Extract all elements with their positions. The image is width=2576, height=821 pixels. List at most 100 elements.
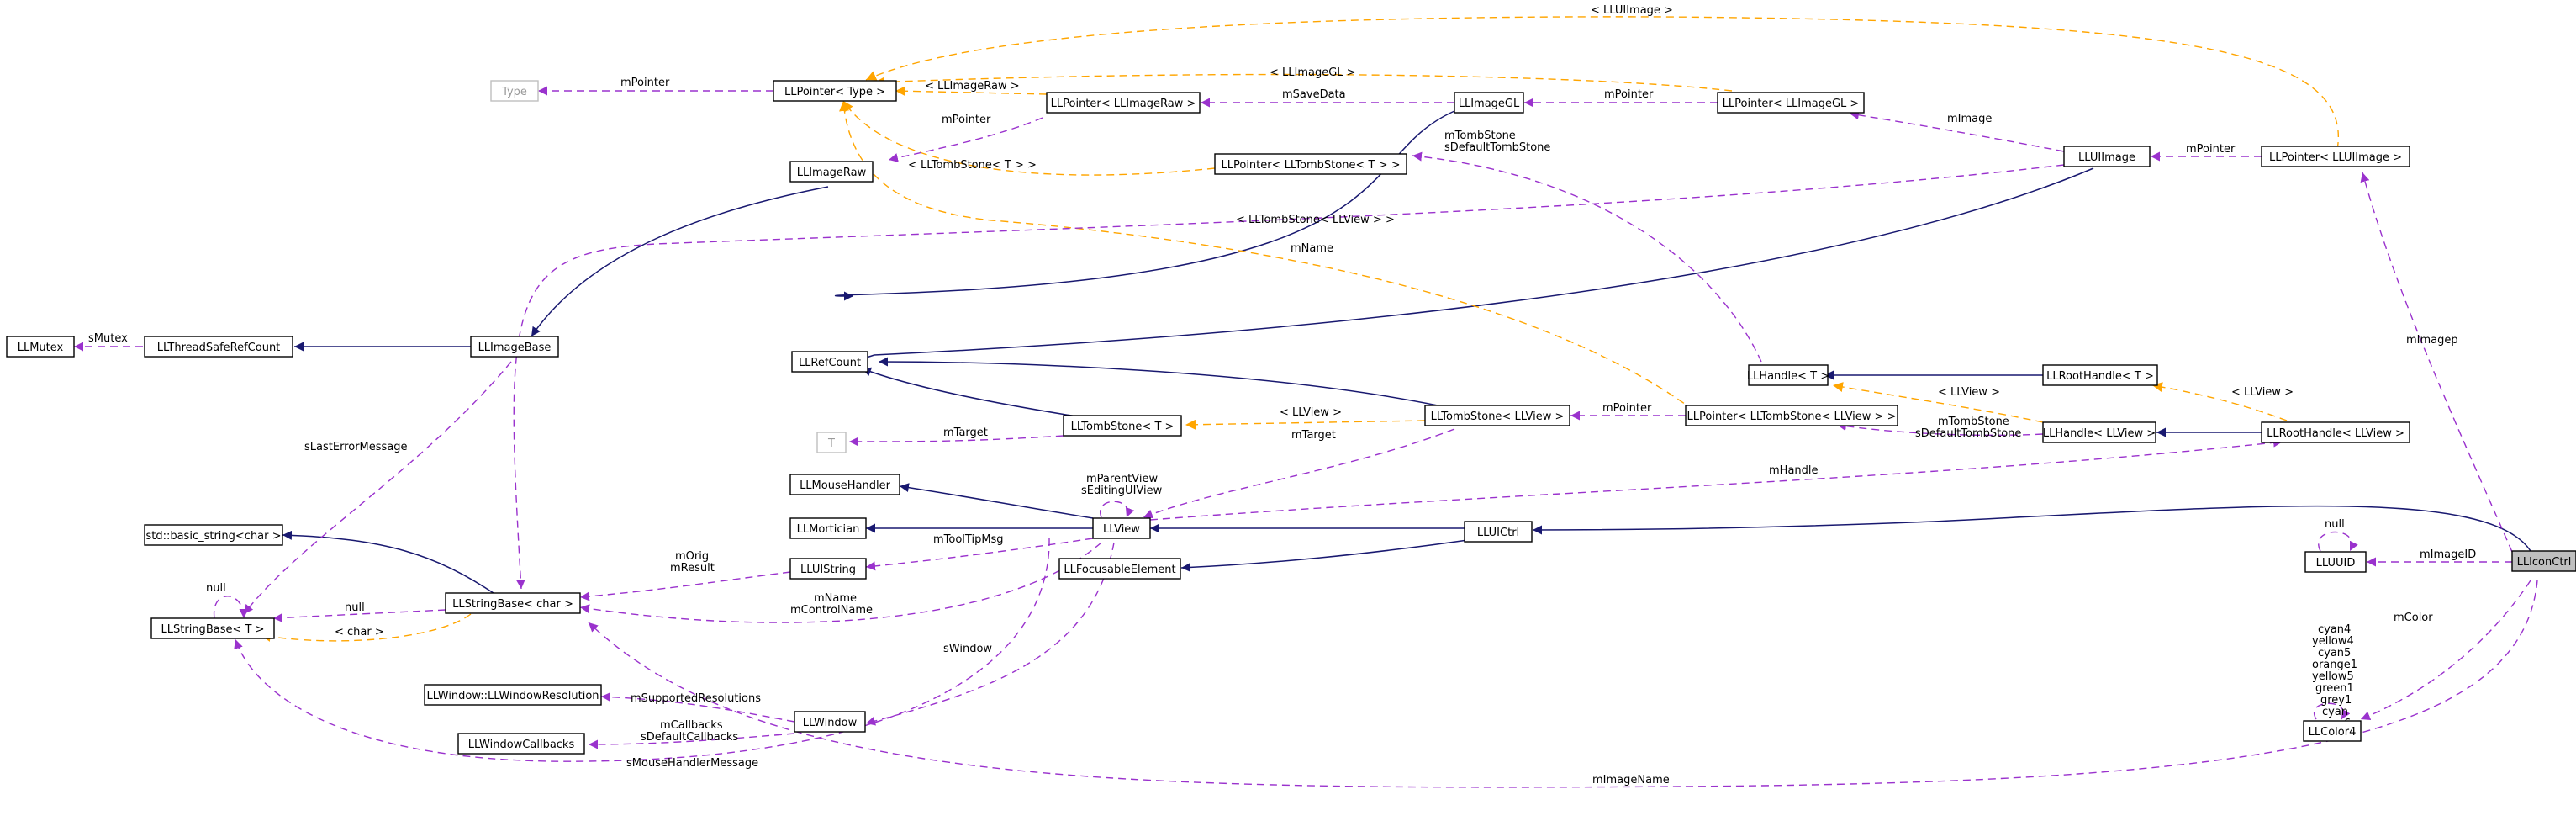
node-llroothandle-t[interactable]: LLRootHandle< T > <box>2042 364 2158 386</box>
edge-label-char-tpl: < char > <box>335 626 384 638</box>
node-llpointer-llimagegl[interactable]: LLPointer< LLImageGL > <box>1717 92 1865 114</box>
node-label: LLFocusableElement <box>1064 564 1175 576</box>
node-t[interactable]: T <box>816 432 847 453</box>
node-llmousehandler[interactable]: LLMouseHandler <box>789 474 900 495</box>
node-lliconctrl[interactable]: LLIconCtrl <box>2511 550 2576 572</box>
node-llimageraw[interactable]: LLImageRaw <box>789 161 874 183</box>
edge-label-seditinguiview: sEditingUIView <box>1081 485 1163 497</box>
edge-label-mparentview: mParentView <box>1086 473 1158 485</box>
color-label: cyan4 <box>2318 623 2351 636</box>
node-llrefcount[interactable]: LLRefCount <box>791 351 868 373</box>
edge-mtombstone-2 <box>1836 421 2044 437</box>
edge-label-smousehandlermessage: sMouseHandlerMessage <box>626 757 758 770</box>
node-lluuid[interactable]: LLUUID <box>2304 551 2367 573</box>
edge-label-mimagep: mImagep <box>2406 334 2458 347</box>
node-label: LLTombStone< LLView > <box>1431 410 1565 423</box>
node-label: LLUIImage <box>2078 151 2135 164</box>
node-label: LLImageBase <box>478 342 552 354</box>
edge-label-mpointer-gl: mPointer <box>1604 88 1654 101</box>
node-type[interactable]: Type <box>490 80 539 102</box>
color-label: yellow4 <box>2312 635 2354 648</box>
node-llmortician[interactable]: LLMortician <box>789 517 867 539</box>
node-label: LLImageGL <box>1459 98 1520 110</box>
node-llimagebase[interactable]: LLImageBase <box>470 336 559 358</box>
node-lluistring[interactable]: LLUIString <box>789 558 867 580</box>
edge-mparentview <box>1099 501 1135 518</box>
color-label: yellow5 <box>2312 670 2354 683</box>
node-llpointer-llimageraw[interactable]: LLPointer< LLImageRaw > <box>1046 92 1201 114</box>
edge-label-mpointer-raw: mPointer <box>942 114 991 126</box>
node-label: LLRootHandle< LLView > <box>2267 427 2404 440</box>
node-label: Type <box>501 86 527 98</box>
edge-label-lltombstone-llview-tpl: < LLTombStone< LLView > > <box>1236 214 1395 226</box>
edge-llimageraw-llimagebase <box>531 186 829 337</box>
node-llhandle-t[interactable]: LLHandle< T > <box>1747 364 1829 386</box>
edge-lltombstone-t-llrefcount <box>861 367 1094 420</box>
node-llpointer-lltombstone-llview[interactable]: LLPointer< LLTombStone< LLView > > <box>1685 405 1898 426</box>
node-llstringbase-t[interactable]: LLStringBase< T > <box>150 617 275 639</box>
node-label: LLMouseHandler <box>800 479 891 492</box>
edge-lltombstone-llview-to-t <box>1185 419 1426 430</box>
node-llpointer-lltombstone-t[interactable]: LLPointer< LLTombStone< T > > <box>1214 153 1407 175</box>
node-lluiimage[interactable]: LLUIImage <box>2063 146 2151 167</box>
node-label: LLMortician <box>797 523 860 536</box>
edge-lltombstone-llview-llrefcount <box>878 357 1438 406</box>
node-llwindowcallbacks[interactable]: LLWindowCallbacks <box>457 733 585 755</box>
edge-label-llview-tpl-1: < LLView > <box>1938 386 2000 399</box>
edge-label-mname-2: mName <box>814 592 857 605</box>
edge-mimagename <box>588 580 2538 788</box>
edge-label-mpointer-ui: mPointer <box>2186 143 2236 156</box>
node-lltombstone-llview[interactable]: LLTombStone< LLView > <box>1424 405 1570 426</box>
node-label: LLPointer< LLImageGL > <box>1723 98 1860 110</box>
edge-llview-llmousehandler <box>899 483 1094 519</box>
color-label: orange1 <box>2312 659 2357 671</box>
edge-label-mname-1: mName <box>1291 242 1333 255</box>
node-llroothandle-llview[interactable]: LLRootHandle< LLView > <box>2261 421 2410 443</box>
node-label: LLIconCtrl <box>2517 556 2572 569</box>
node-label: LLRefCount <box>799 357 861 369</box>
edge-label-mtarget-1: mTarget <box>943 426 988 439</box>
node-label: LLWindow::LLWindowResolution <box>426 690 599 702</box>
node-label: LLImageRaw <box>797 167 867 179</box>
edge-swindow <box>865 542 1115 726</box>
edge-label-smutex: sMutex <box>88 332 128 345</box>
edges <box>74 16 2538 788</box>
edge-label-msavedata: mSaveData <box>1282 88 1346 101</box>
node-label: LLUUID <box>2316 557 2356 569</box>
node-label: LLUIString <box>800 564 856 576</box>
edge-label-mhandle: mHandle <box>1769 464 1819 477</box>
node-llwindow[interactable]: LLWindow <box>794 711 866 733</box>
edge-lltombstone-t-tpl <box>842 100 1216 176</box>
edge-mhandle <box>1149 437 2283 521</box>
node-lluictrl[interactable]: LLUICtrl <box>1464 521 1533 543</box>
edge-label-swindow: sWindow <box>943 643 992 655</box>
edge-mcolor <box>2360 580 2531 720</box>
node-std-basic-string[interactable]: std::basic_string<char > <box>144 524 283 546</box>
node-label: LLPointer< LLUIImage > <box>2269 151 2402 164</box>
node-llpointer-type[interactable]: LLPointer< Type > <box>773 80 897 102</box>
edge-null-self-llstringbase-t <box>213 596 249 619</box>
node-label: LLTombStone< T > <box>1071 421 1175 433</box>
node-llhandle-llview[interactable]: LLHandle< LLView > <box>2042 421 2156 443</box>
edge-label-mcallbacks: mCallbacks <box>660 719 723 732</box>
node-lltombstone-t[interactable]: LLTombStone< T > <box>1063 415 1182 437</box>
node-llfocusableelement[interactable]: LLFocusableElement <box>1058 558 1181 580</box>
node-llwindow-resolution[interactable]: LLWindow::LLWindowResolution <box>424 684 602 706</box>
edge-label-mimageid: mImageID <box>2420 548 2476 561</box>
edge-label-lltombstone-t-tpl: < LLTombStone< T > > <box>908 159 1037 172</box>
edge-mtombstone-1 <box>1412 151 1762 363</box>
edge-label-mimage: mImage <box>1947 113 1992 125</box>
edge-null-2 <box>272 609 446 622</box>
node-llview[interactable]: LLView <box>1092 517 1151 539</box>
node-llcolor4[interactable]: LLColor4 <box>2303 720 2362 742</box>
edge-label-mtombstone-1: mTombStone <box>1444 130 1516 142</box>
node-llpointer-lluiimage[interactable]: LLPointer< LLUIImage > <box>2261 146 2410 167</box>
node-label: LLHandle< LLView > <box>2043 427 2156 440</box>
edge-llstringbase-char-std-basic-string <box>282 530 497 596</box>
node-llmutex[interactable]: LLMutex <box>6 336 75 358</box>
node-label: LLPointer< LLImageRaw > <box>1051 98 1196 110</box>
node-llimagegl[interactable]: LLImageGL <box>1454 92 1524 114</box>
edge-morig-mresult <box>579 571 791 601</box>
node-llstringbase-char[interactable]: LLStringBase< char > <box>445 592 581 614</box>
node-llthreadsaferefcount[interactable]: LLThreadSafeRefCount <box>144 336 293 358</box>
